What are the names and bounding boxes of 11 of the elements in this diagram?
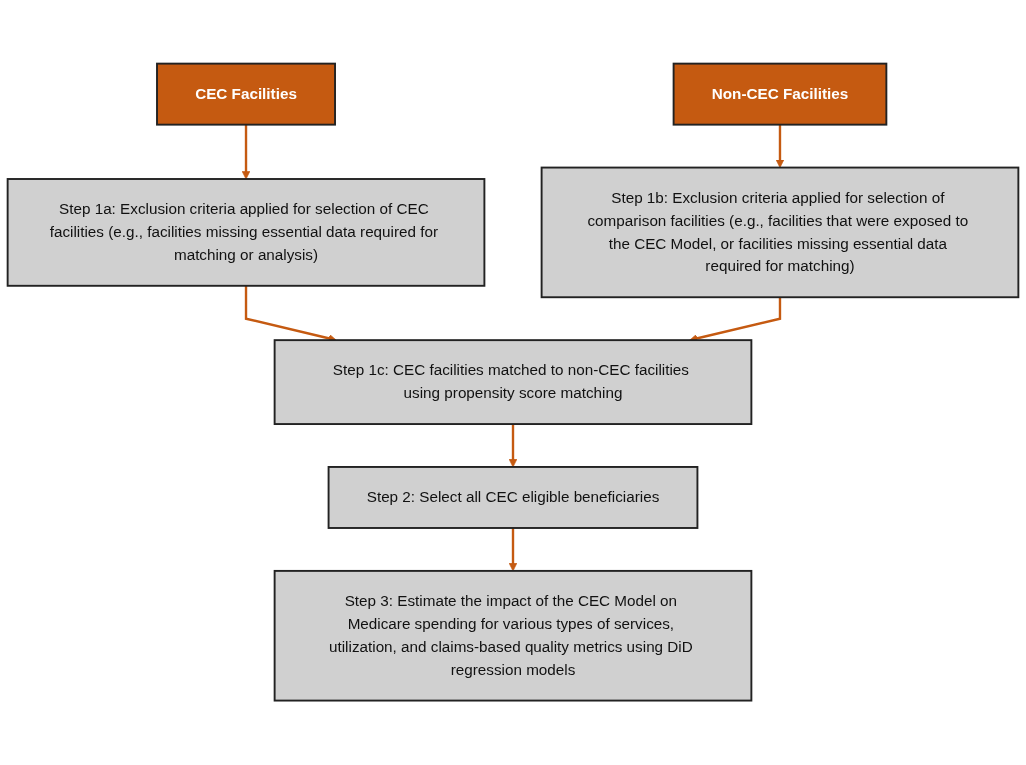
arrow bbox=[508, 528, 518, 572]
node-box: Step 1c: CEC facilities matched to non-CEC facilities using propensity score matching bbox=[273, 339, 753, 426]
node-box: Step 1b: Exclusion criteria applied for selection of comparison facilities (e.g., facilities that were exposed to the CEC Model, or facilities missing essential data required for matching) bbox=[540, 167, 1020, 299]
arrow bbox=[775, 125, 785, 169]
arrow bbox=[508, 424, 518, 468]
arrow bbox=[241, 125, 251, 180]
node-box: Non-CEC Facilities bbox=[672, 63, 888, 126]
node-box: CEC Facilities bbox=[156, 63, 336, 126]
node-box: Step 2: Select all CEC eligible beneficiaries bbox=[327, 466, 699, 530]
node-box: Step 3: Estimate the impact of the CEC Model on Medicare spending for various types of services, utilization, and claims-based quality metrics using DiD regression models bbox=[273, 570, 753, 702]
node-box: Step 1a: Exclusion criteria applied for selection of CEC facilities (e.g., facilities missing essential data required for matching or analysis) bbox=[6, 178, 486, 288]
